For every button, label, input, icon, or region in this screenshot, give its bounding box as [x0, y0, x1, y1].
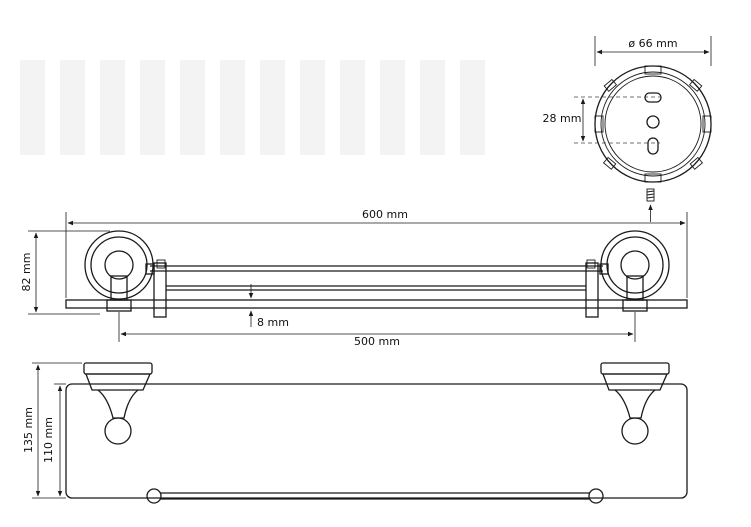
- overall-length-label: 600 mm: [362, 208, 408, 221]
- total-depth-dimension: 135 mm: [22, 362, 82, 499]
- mount-spacing-label: 500 mm: [354, 335, 400, 348]
- rail-gap-label: 8 mm: [257, 316, 289, 329]
- total-depth-label: 135 mm: [22, 407, 35, 453]
- overall-length-dimension: 600 mm: [65, 208, 688, 298]
- background-watermark: [20, 60, 485, 155]
- glass-depth-dimension: 110 mm: [42, 383, 66, 497]
- glass-depth-label: 110 mm: [42, 417, 55, 463]
- hole-spacing-label: 28 mm: [543, 112, 582, 125]
- front-height-label: 82 mm: [20, 253, 33, 292]
- mount-spacing-dimension: 500 mm: [118, 312, 636, 348]
- top-view: [65, 362, 688, 504]
- hole-spacing-dimension: 28 mm: [543, 96, 660, 144]
- rail-gap-dimension: 8 mm: [248, 284, 289, 329]
- diameter-label: ø 66 mm: [628, 37, 677, 50]
- front-view: [65, 230, 688, 318]
- diameter-dimension: ø 66 mm: [594, 36, 712, 66]
- front-height-dimension: 82 mm: [20, 230, 110, 315]
- rosette-view: [594, 65, 712, 222]
